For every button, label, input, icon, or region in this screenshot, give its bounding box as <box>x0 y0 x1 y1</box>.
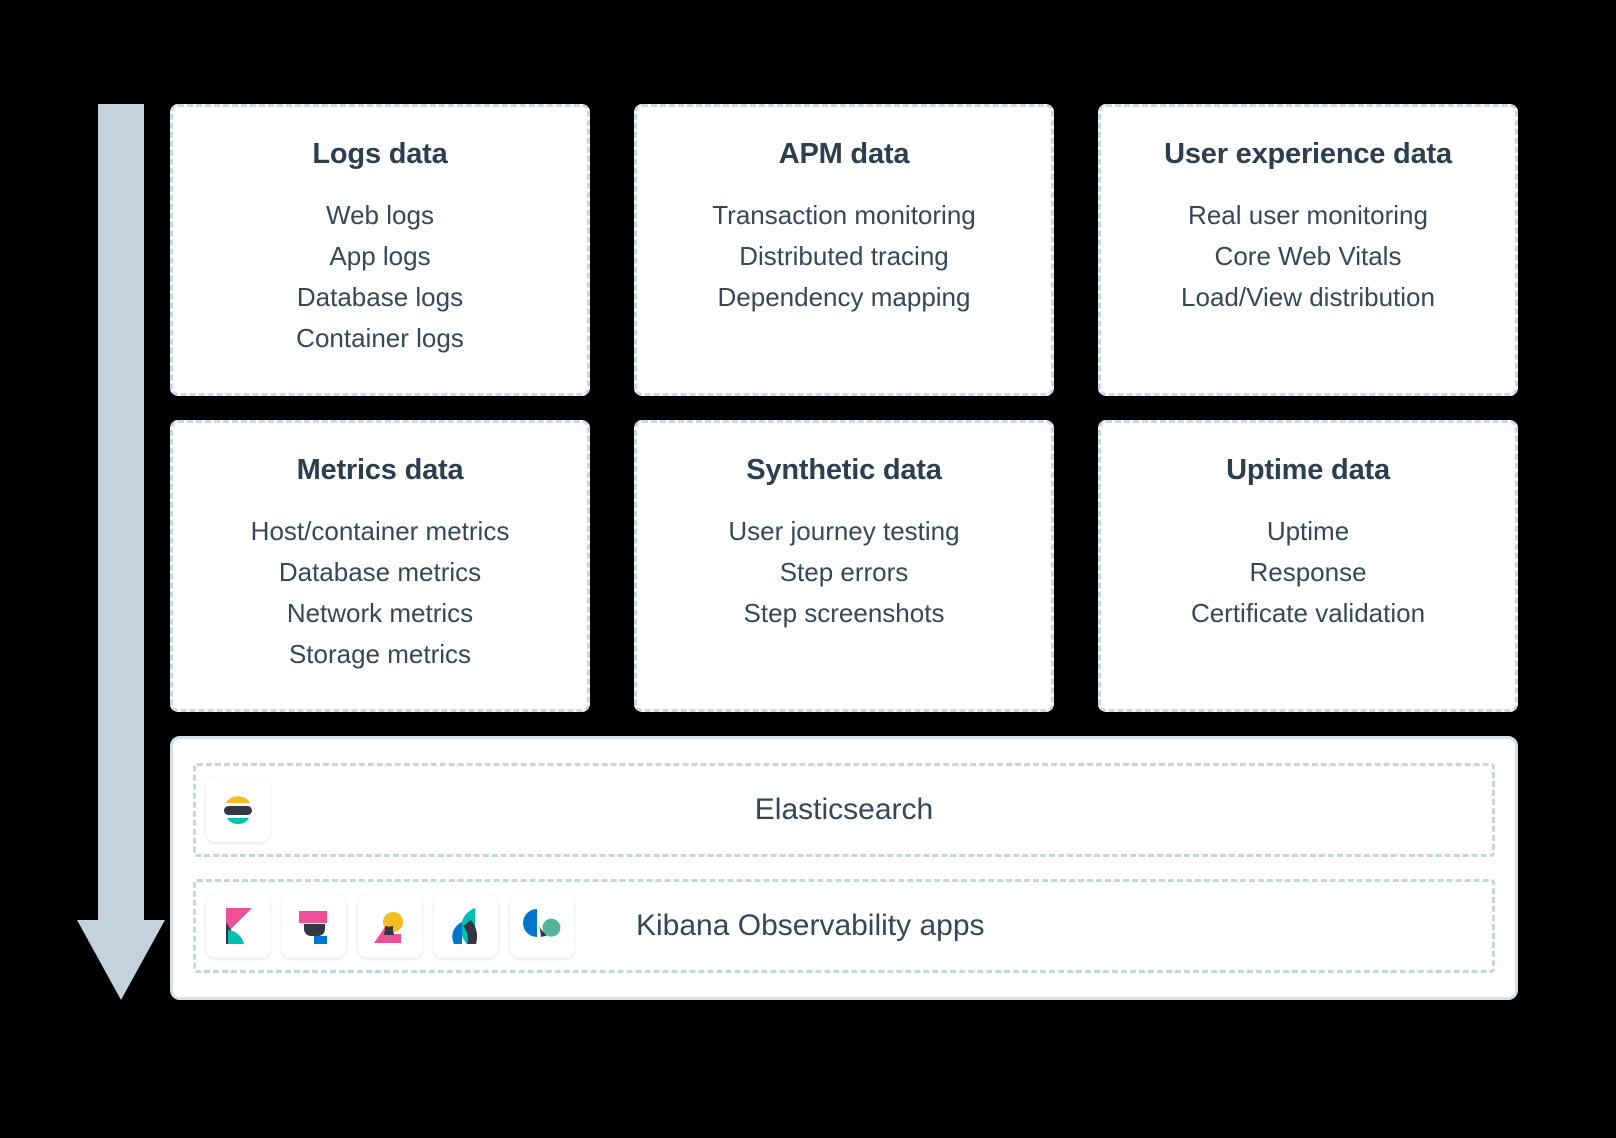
card-item-list: User journey testing Step errors Step sc… <box>728 512 959 633</box>
card-title: Metrics data <box>296 454 464 486</box>
list-item: Response <box>1249 556 1367 587</box>
list-item: Uptime <box>1266 515 1350 546</box>
kibana-apps-label: Kibana Observability apps <box>636 909 985 942</box>
uptime-logo-tile <box>434 894 498 958</box>
kibana-logo-icon <box>220 906 256 946</box>
card-apm-data: APM data Transaction monitoring Distribu… <box>634 104 1054 396</box>
list-item: Load/View distribution <box>1181 281 1435 312</box>
list-item: App logs <box>329 240 431 271</box>
list-item: Step errors <box>779 556 909 587</box>
apm-logo-tile <box>282 894 346 958</box>
elasticsearch-logo-tile <box>206 778 270 842</box>
list-item: Dependency mapping <box>717 281 971 312</box>
metrics-logo-tile <box>358 894 422 958</box>
apm-logo-icon <box>295 907 333 945</box>
list-item: Real user monitoring <box>1188 199 1428 230</box>
elasticsearch-logo-icon <box>220 791 256 829</box>
list-item: Certificate validation <box>1190 597 1426 628</box>
elasticsearch-row: Elasticsearch <box>193 763 1495 857</box>
card-title: Uptime data <box>1226 454 1390 486</box>
synthetics-logo-icon <box>523 907 561 945</box>
list-item: Transaction monitoring <box>712 199 976 230</box>
card-item-list: Real user monitoring Core Web Vitals Loa… <box>1181 196 1435 317</box>
synthetics-logo-tile <box>510 894 574 958</box>
card-synthetic-data: Synthetic data User journey testing Step… <box>634 420 1054 712</box>
list-item: Web logs <box>326 199 434 230</box>
card-metrics-data: Metrics data Host/container metrics Data… <box>170 420 590 712</box>
card-user-experience-data: User experience data Real user monitorin… <box>1098 104 1518 396</box>
list-item: Core Web Vitals <box>1214 240 1402 271</box>
uptime-logo-icon <box>449 906 483 946</box>
metrics-logo-icon <box>371 907 409 945</box>
list-item: Distributed tracing <box>739 240 949 271</box>
arrow-shaft <box>98 104 144 924</box>
card-item-list: Transaction monitoring Distributed traci… <box>712 196 976 317</box>
list-item: Storage metrics <box>288 638 472 669</box>
list-item: Container logs <box>296 322 464 353</box>
kibana-apps-row: Kibana Observability apps <box>193 879 1495 973</box>
arrow-head <box>77 920 165 1000</box>
kibana-logo-tile <box>206 894 270 958</box>
list-item: Database logs <box>296 281 464 312</box>
data-flow-arrow-icon <box>77 104 165 1000</box>
card-title: User experience data <box>1164 138 1452 170</box>
card-uptime-data: Uptime data Uptime Response Certificate … <box>1098 420 1518 712</box>
list-item: Network metrics <box>286 597 474 628</box>
card-item-list: Host/container metrics Database metrics … <box>251 512 510 674</box>
card-title: Synthetic data <box>746 454 942 486</box>
card-title: Logs data <box>312 138 448 170</box>
list-item: User journey testing <box>728 515 960 546</box>
card-logs-data: Logs data Web logs App logs Database log… <box>170 104 590 396</box>
data-source-grid: Logs data Web logs App logs Database log… <box>170 104 1518 712</box>
list-item: Host/container metrics <box>250 515 510 546</box>
card-item-list: Uptime Response Certificate validation <box>1191 512 1425 633</box>
list-item: Step screenshots <box>743 597 945 628</box>
platform-panel: Elasticsearch <box>170 736 1518 1000</box>
elasticsearch-label: Elasticsearch <box>754 793 934 826</box>
card-item-list: Web logs App logs Database logs Containe… <box>296 196 464 358</box>
card-title: APM data <box>778 138 910 170</box>
list-item: Database metrics <box>278 556 482 587</box>
